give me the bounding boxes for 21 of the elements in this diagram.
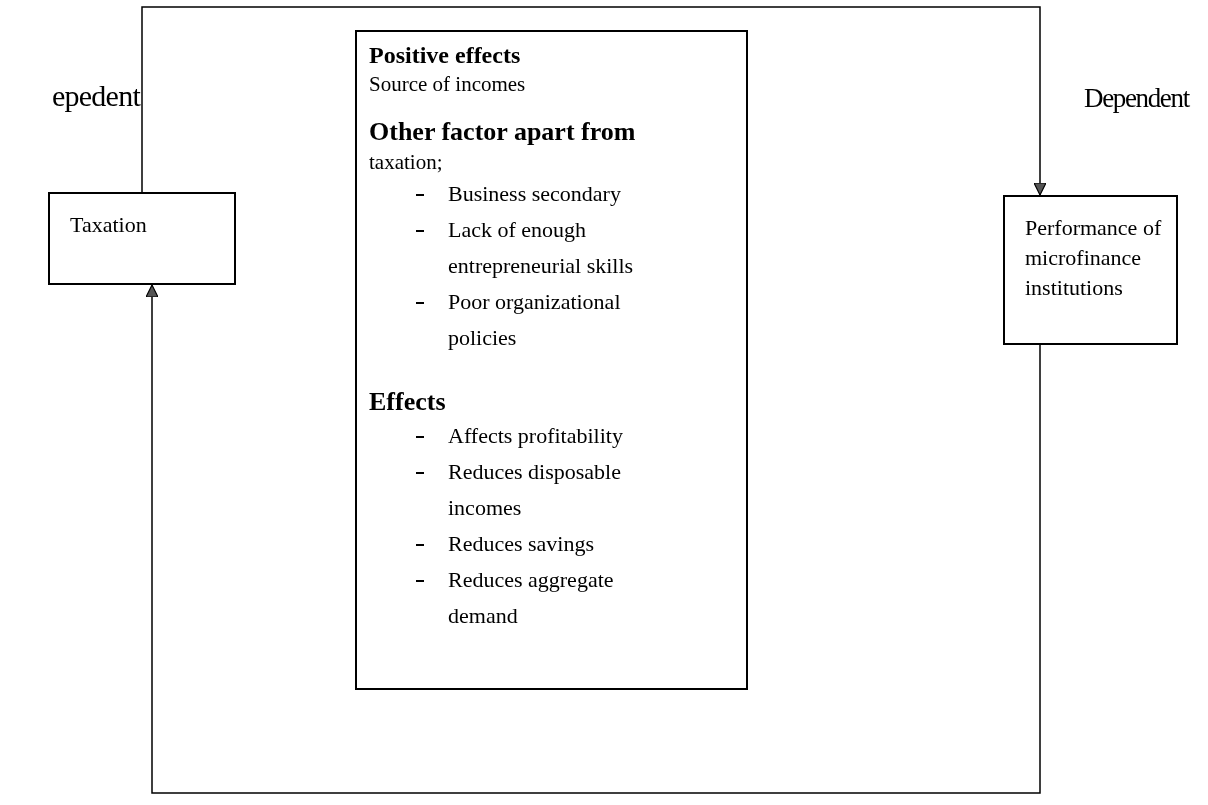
- variable-box: [48, 192, 236, 285]
- node-text: Performance of microfinance institutions: [1025, 214, 1163, 302]
- list-item: Business secondary: [448, 180, 622, 208]
- section-heading: Effects: [369, 386, 447, 418]
- body-text: taxation;: [369, 149, 444, 176]
- list-item: Reduces savings: [448, 530, 596, 558]
- variable-box: [1003, 195, 1178, 345]
- variable-label: epedent: [50, 78, 140, 114]
- arrow: [145, 284, 1041, 794]
- list-item: Reduces disposable incomes: [448, 458, 622, 522]
- section-heading: Positive effects: [369, 41, 522, 70]
- list-item: Reduces aggregate demand: [448, 566, 615, 630]
- list-item: Affects profitability: [448, 422, 624, 450]
- text-panel: [355, 30, 748, 690]
- variable-label: Dependent: [1084, 82, 1191, 115]
- list-item: Poor organizational policies: [448, 288, 622, 352]
- section-heading: Other factor apart from: [369, 116, 637, 148]
- arrow: [141, 6, 1047, 196]
- body-text: Source of incomes: [369, 71, 527, 98]
- node-text: Taxation: [70, 211, 148, 239]
- list-item: Lack of enough entrepreneurial skills: [448, 216, 635, 280]
